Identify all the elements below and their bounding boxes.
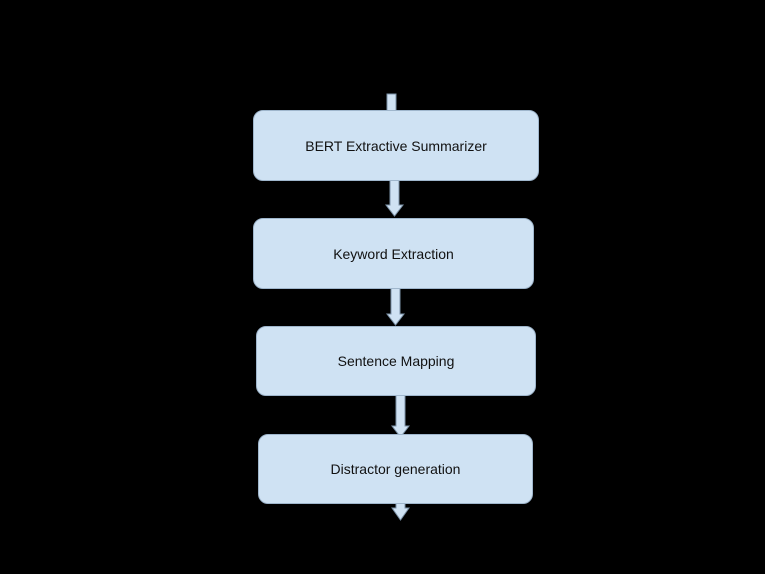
step-distractor-generation: Distractor generation <box>258 434 533 504</box>
step-label: Distractor generation <box>330 461 461 477</box>
step-bert-extractive-summarizer: BERT Extractive Summarizer <box>253 110 539 181</box>
step-sentence-mapping: Sentence Mapping <box>256 326 536 396</box>
step-label: Keyword Extraction <box>333 245 454 262</box>
step-label: Sentence Mapping <box>337 353 455 369</box>
step-keyword-extraction: Keyword Extraction <box>253 218 534 289</box>
step-label: BERT Extractive Summarizer <box>305 137 487 154</box>
